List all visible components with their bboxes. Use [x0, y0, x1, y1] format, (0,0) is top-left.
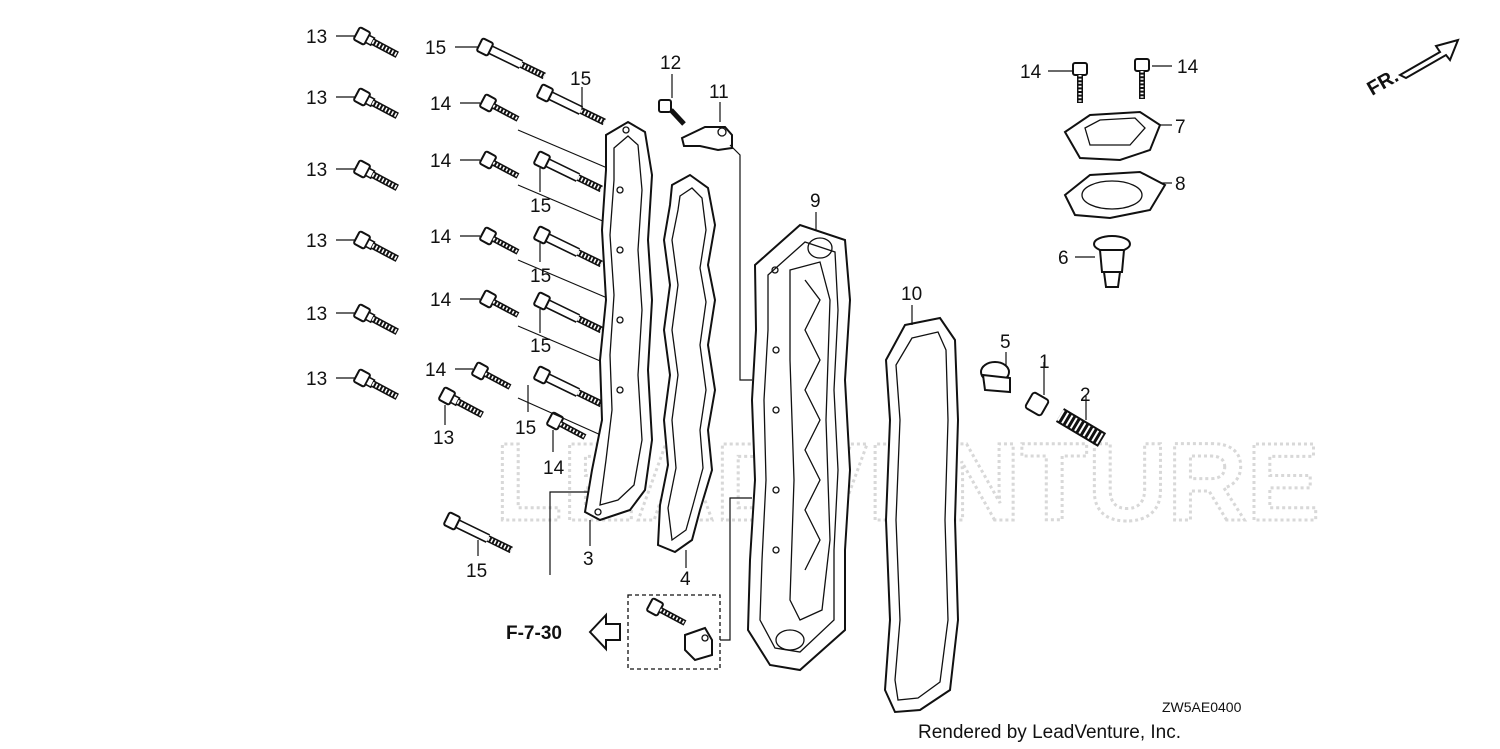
- part-11-bracket: [680, 126, 752, 381]
- callout-14: 14: [430, 151, 452, 172]
- reference-inset: [627, 497, 752, 670]
- callout-3: 3: [583, 549, 594, 570]
- part-7-thermostat-cover: [1063, 110, 1162, 162]
- part-10-gasket: [883, 316, 960, 714]
- callout-leaders-15: [455, 46, 613, 575]
- diagram-code: ZW5AE0400: [1162, 699, 1242, 715]
- callout-leaders-14: [455, 65, 1172, 452]
- callout-6: 6: [1058, 248, 1069, 269]
- callout-15: 15: [466, 561, 487, 582]
- callout-8: 8: [1175, 174, 1186, 195]
- bolt-13-set: [353, 27, 485, 421]
- front-arrow-label: FR.: [1364, 65, 1403, 100]
- callout-15: 15: [530, 196, 551, 217]
- front-direction-indicator: FR.: [1364, 38, 1460, 100]
- callout-14: 14: [430, 290, 452, 311]
- callout-13: 13: [306, 88, 327, 109]
- callout-1: 1: [1039, 352, 1050, 373]
- callout-14: 14: [430, 227, 452, 248]
- callout-13: 13: [306, 160, 327, 181]
- callout-14: 14: [543, 458, 565, 479]
- callout-14: 14: [430, 94, 452, 115]
- part-9-manifold: [746, 223, 852, 672]
- reference-arrow[interactable]: [588, 612, 621, 652]
- callout-14: 14: [1177, 57, 1199, 78]
- part-12-bolt: [658, 99, 686, 126]
- callout-12: 12: [660, 53, 681, 74]
- callout-13: 13: [306, 369, 327, 390]
- part-3-cover: [583, 120, 654, 522]
- callout-14: 14: [425, 360, 447, 381]
- callout-13: 13: [306, 231, 327, 252]
- callout-15: 15: [425, 38, 446, 59]
- callout-10: 10: [901, 284, 922, 305]
- callout-9: 9: [810, 191, 821, 212]
- callout-7: 7: [1175, 117, 1186, 138]
- part-8-thermostat-gasket: [1063, 170, 1167, 220]
- part-6-thermostat: [1093, 235, 1131, 288]
- callout-13: 13: [306, 27, 327, 48]
- callout-11: 11: [709, 82, 729, 103]
- callout-15: 15: [570, 69, 591, 90]
- callout-leaders-13: [336, 35, 446, 425]
- reference-label[interactable]: F-7-30: [506, 623, 562, 644]
- part-4-gasket: [656, 173, 717, 554]
- callout-15: 15: [530, 336, 551, 357]
- callout-15: 15: [515, 418, 536, 439]
- callout-15: 15: [530, 266, 551, 287]
- part-2-spring: [1055, 408, 1107, 447]
- callout-14: 14: [1020, 62, 1042, 83]
- callout-13: 13: [433, 428, 454, 449]
- credit-text: Rendered by LeadVenture, Inc.: [918, 722, 1181, 743]
- callout-numbers: 13 13 13 13 13 13 13 14 14 14 14 14 14 1…: [306, 27, 1199, 590]
- part-5-plug: [980, 361, 1011, 394]
- callout-13: 13: [306, 304, 327, 325]
- callout-4: 4: [680, 569, 691, 590]
- part-1-fitting: [1024, 391, 1050, 417]
- callout-2: 2: [1080, 385, 1091, 406]
- callout-5: 5: [1000, 332, 1011, 353]
